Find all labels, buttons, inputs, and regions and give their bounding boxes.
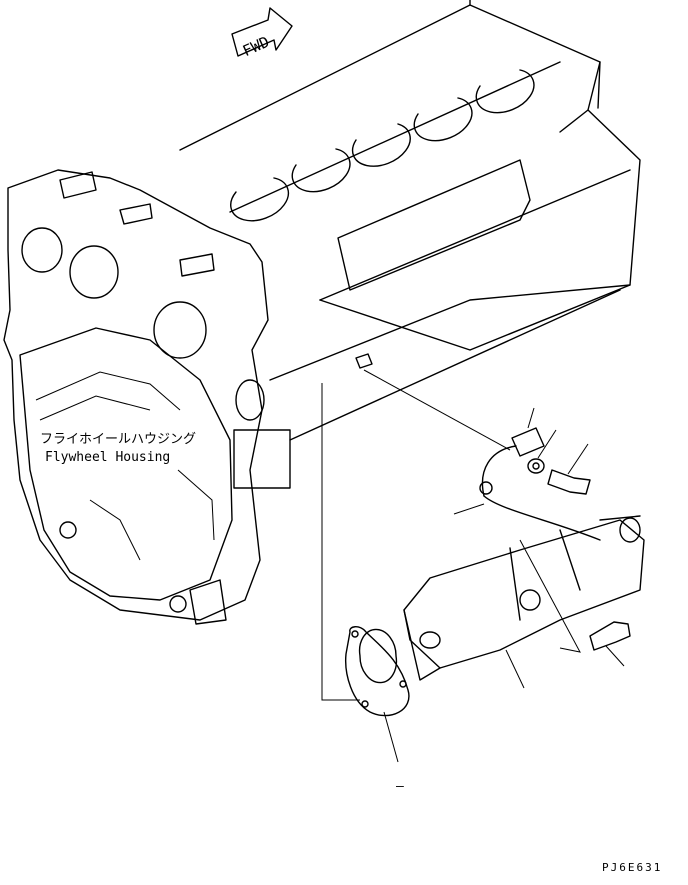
leader-washer xyxy=(537,429,557,459)
leader-bolt-lower xyxy=(605,645,625,667)
bolt-lower xyxy=(589,621,631,651)
washer xyxy=(527,458,545,474)
bottom-mark: – xyxy=(396,779,404,794)
housing-label-english: Flywheel Housing xyxy=(45,450,170,465)
fwd-arrow: FWD xyxy=(231,7,293,60)
leader-clamp xyxy=(453,503,485,515)
engine-block xyxy=(179,0,641,441)
flywheel-housing xyxy=(3,169,291,625)
leader-gasket xyxy=(383,711,399,763)
bolt-upper xyxy=(547,469,591,495)
harness-terminal xyxy=(479,427,601,541)
gasket xyxy=(345,626,410,717)
housing-label-japanese: フライホイールハウジング xyxy=(40,432,196,447)
leader-starter xyxy=(505,649,525,689)
mounting-guide-lines xyxy=(321,369,581,701)
leader-terminal xyxy=(527,407,535,429)
fwd-arrow-label: FWD xyxy=(240,33,272,60)
drawing-number: PJ6E631 xyxy=(602,861,662,874)
leader-bolt-upper xyxy=(567,443,589,475)
starter-motor xyxy=(403,515,645,681)
leader-lines xyxy=(383,407,625,763)
